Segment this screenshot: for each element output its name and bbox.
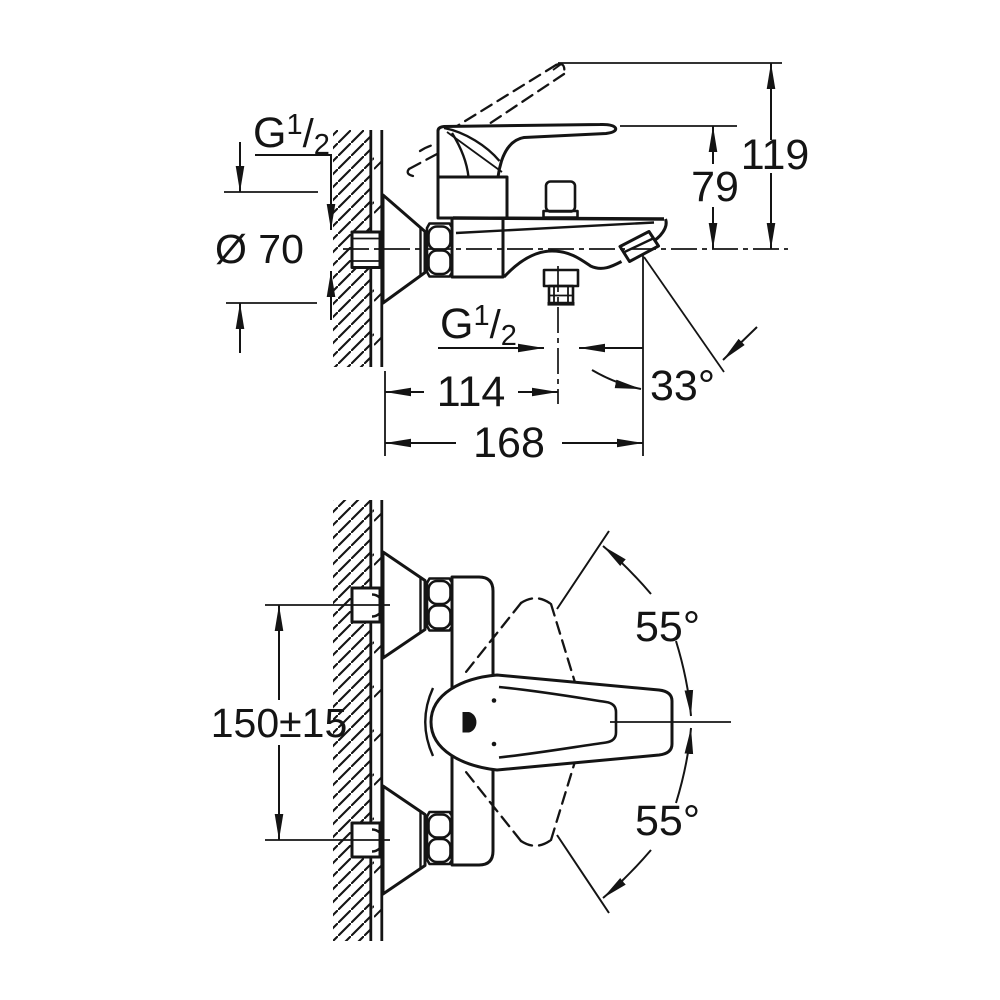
dim-outlet-thread-label: G1/2 (440, 300, 517, 352)
diverter-knob (542, 180, 579, 219)
ext-tick (552, 62, 563, 71)
dim-wall-to-spout-tip-label: 168 (473, 419, 545, 467)
dim-lever-height-label: 79 (691, 163, 739, 211)
dim-outlet-thread: G1/2 (438, 300, 643, 353)
dim-overall-height-label: 119 (741, 131, 810, 179)
lever-handle-plan (424, 673, 674, 772)
dim-swing-lower: 55° (556, 727, 700, 914)
cartridge-housing (436, 175, 509, 220)
lever-handle (436, 122, 618, 179)
shower-outlet (542, 268, 580, 306)
escutcheon-upper (381, 550, 427, 660)
lever-mark (462, 712, 477, 733)
dim-escutcheon-diameter-label: Ø 70 (215, 226, 304, 272)
dim-wall-to-outlet-label: 114 (437, 368, 506, 416)
dim-lever-height: 79 (691, 126, 739, 249)
wall-hatching-plan (333, 500, 371, 941)
wall-finish-hatching-plan (372, 500, 382, 941)
body-inlet-block (450, 216, 505, 279)
spout-outlet-tip (618, 230, 660, 263)
dim-wall-to-outlet: 114 (385, 368, 558, 416)
dim-overall-height: 119 (741, 63, 810, 249)
lever-dot-lower (491, 741, 497, 747)
dim-connection-spacing: 150±15 (211, 605, 348, 840)
lever-dot-upper (491, 698, 497, 703)
dim-swing-lower-label: 55° (635, 797, 700, 845)
lever-ghost-lower (460, 753, 579, 847)
side-view: G1/2 Ø 70 119 79 G1/2 (215, 62, 810, 467)
escutcheon-lower (381, 784, 427, 896)
dim-swing-upper-label: 55° (635, 603, 700, 651)
dim-connection-spacing-label: 150±15 (211, 700, 348, 746)
plan-view: 150±15 55° 55° (211, 500, 731, 941)
dim-spout-angle-label: 33° (650, 362, 715, 410)
dim-swing-upper: 55° (556, 530, 700, 717)
dim-spout-angle: 33° (591, 256, 758, 410)
dim-top-thread-label: G1/2 (253, 109, 330, 161)
dome-outer-arc (424, 687, 435, 757)
spout (452, 216, 668, 279)
wall-section-plan (333, 500, 384, 941)
dim-escutcheon-diameter: Ø 70 (215, 142, 318, 353)
lever-ghost-upper (460, 597, 579, 691)
dim-top-thread: G1/2 (253, 109, 336, 320)
dim-wall-to-spout-tip: 168 (385, 419, 643, 467)
